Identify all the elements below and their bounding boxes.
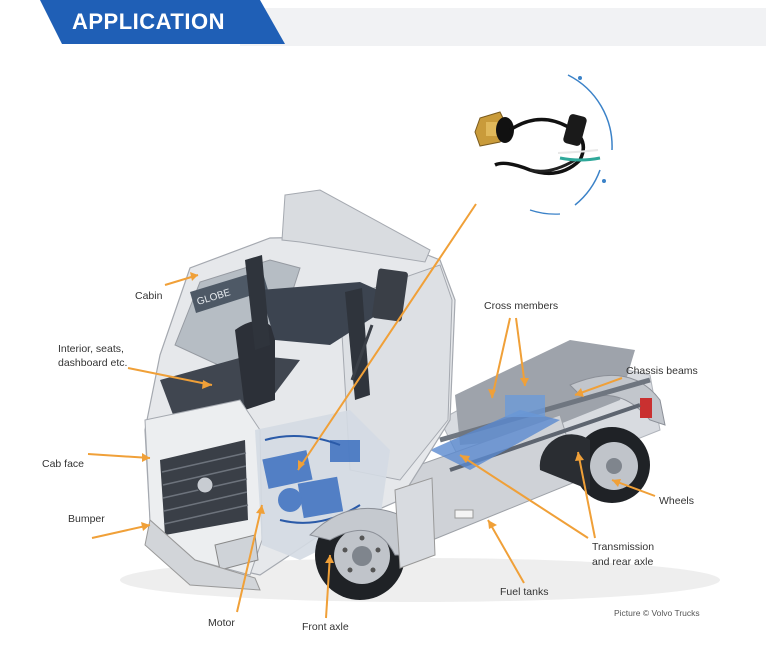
label-interior-line2: dashboard etc. [58,357,128,369]
header-badge [40,0,285,44]
label-transmission-line1: Transmission [592,541,655,553]
header-bar: APPLICATION [0,0,766,46]
label-chassis-beams: Chassis beams [626,365,698,377]
truck-body: GLOBE [144,189,666,600]
label-cab-face: Cab face [42,458,85,470]
page-title: APPLICATION [72,9,225,34]
label-cross-members: Cross members [484,300,559,312]
label-fuel-tanks: Fuel tanks [500,586,549,598]
label-front-axle: Front axle [302,621,349,633]
label-bumper: Bumper [68,513,105,525]
header-strip [240,8,766,46]
label-motor: Motor [208,617,235,629]
label-cabin: Cabin [135,290,163,302]
photo-credit: Picture © Volvo Trucks [614,608,700,618]
label-interior-line1: Interior, seats, [58,343,124,355]
label-transmission-line2: and rear axle [592,556,654,568]
product-image [464,70,613,215]
label-wheels: Wheels [659,495,695,507]
callout-lines [87,203,656,619]
